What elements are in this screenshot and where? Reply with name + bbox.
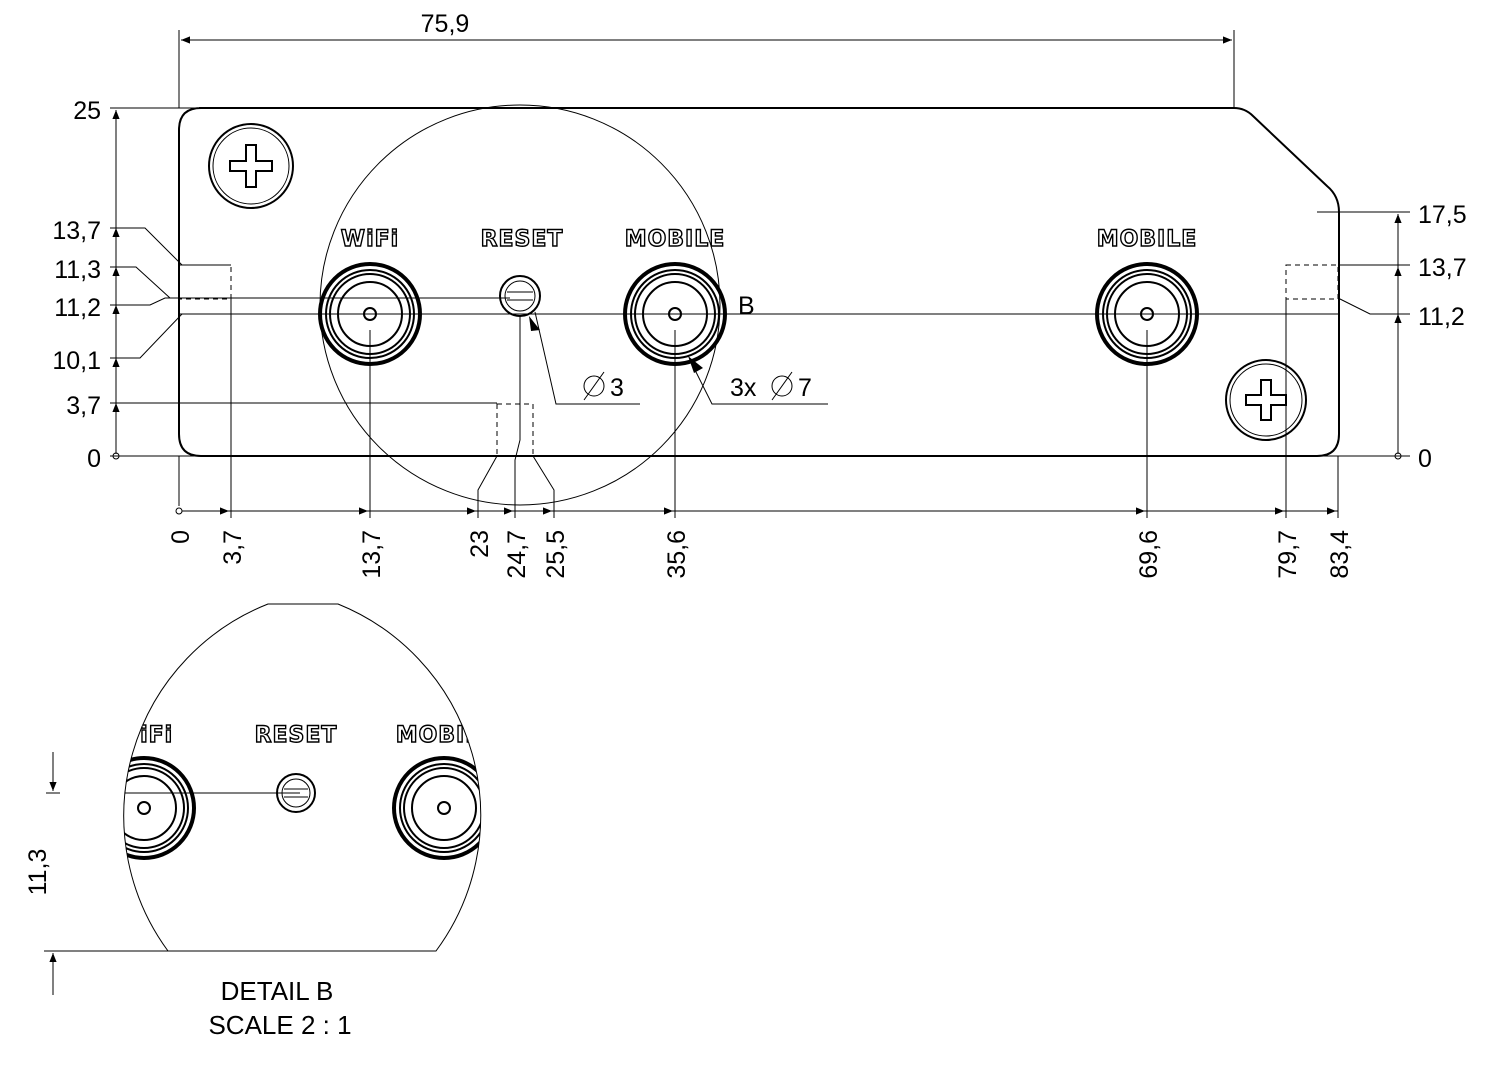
left-dim-25: 25 (73, 97, 101, 125)
reset-button-hole (499, 275, 541, 317)
reset-diameter-callout: 3 (529, 311, 640, 405)
bottom-dim-23: 23 (466, 530, 494, 558)
bottom-dim-25-5: 25,5 (542, 530, 570, 579)
detail-reset-button (276, 773, 316, 813)
left-dim-11-3: 11,3 (54, 256, 101, 284)
hidden-feature-bottom (496, 403, 534, 457)
detail-connector-mobile (392, 756, 481, 860)
hidden-feature-right (1285, 264, 1339, 300)
top-dimension: 75,9 (178, 10, 1235, 108)
bottom-dim-83-4: 83,4 (1326, 530, 1354, 579)
bottom-dim-3-7: 3,7 (219, 530, 247, 565)
detail-height-dim: 11,3 (24, 849, 52, 896)
left-dim-10-1: 10,1 (52, 347, 101, 375)
bottom-dim-13-7: 13,7 (358, 530, 386, 579)
bottom-dim-35-6: 35,6 (663, 530, 691, 579)
device-front-panel (178, 107, 1340, 457)
left-dim-0: 0 (87, 445, 101, 473)
left-dim-3-7: 3,7 (66, 392, 101, 420)
right-ordinate-dimensions: 17,5 13,7 11,2 0 (1317, 201, 1467, 473)
screw-bottom-right (1225, 359, 1307, 441)
detail-b-view: WiFi RESET MOBILE 11,3 (24, 603, 497, 995)
bottom-dim-0: 0 (167, 530, 195, 544)
detail-b-circle (319, 104, 721, 506)
diameter-symbol-icon (771, 371, 793, 401)
detail-label-mobile: MOBILE (396, 723, 497, 748)
cross-head-icon (1245, 379, 1287, 421)
label-mobile-2: MOBILE (1097, 227, 1198, 252)
top-dimension-value: 75,9 (421, 10, 470, 38)
cross-head-icon (229, 144, 273, 188)
bottom-dim-69-6: 69,6 (1135, 530, 1163, 579)
label-wifi: WiFi (341, 227, 399, 252)
bottom-ordinate-dimensions: 0 3,7 13,7 23 24,7 25,5 35,6 69,6 79,7 8… (167, 299, 1354, 579)
detail-b-outline (123, 603, 482, 952)
bottom-dim-79-7: 79,7 (1274, 530, 1302, 579)
detail-label-reset: RESET (255, 723, 338, 748)
right-dim-17-5: 17,5 (1418, 201, 1467, 229)
right-dim-13-7: 13,7 (1418, 254, 1467, 282)
right-dim-11-2: 11,2 (1418, 303, 1465, 331)
screw-top-left (208, 123, 294, 209)
connector-diameter-callout: 3x 7 (688, 356, 828, 405)
diameter-symbol-icon (583, 371, 605, 401)
reset-diameter-value: 3 (610, 374, 624, 402)
detail-label-wifi: WiFi (115, 723, 173, 748)
hidden-feature-left (178, 264, 232, 300)
left-ordinate-dimensions: 25 13,7 11,3 11,2 10,1 3,7 0 (52, 97, 510, 473)
label-mobile-1: MOBILE (625, 227, 726, 252)
connector-diameter-value: 7 (798, 374, 812, 402)
detail-scale: SCALE 2 : 1 (208, 1010, 351, 1040)
detail-marker-b: B (738, 292, 755, 320)
bottom-dim-24-7: 24,7 (503, 530, 531, 579)
left-dim-13-7: 13,7 (52, 217, 101, 245)
detail-connector-wifi (123, 756, 196, 860)
right-dim-0: 0 (1418, 445, 1432, 473)
detail-title: DETAIL B (221, 976, 334, 1006)
connector-diameter-count: 3x (730, 374, 757, 402)
left-dim-11-2: 11,2 (54, 294, 101, 322)
label-reset: RESET (481, 227, 564, 252)
